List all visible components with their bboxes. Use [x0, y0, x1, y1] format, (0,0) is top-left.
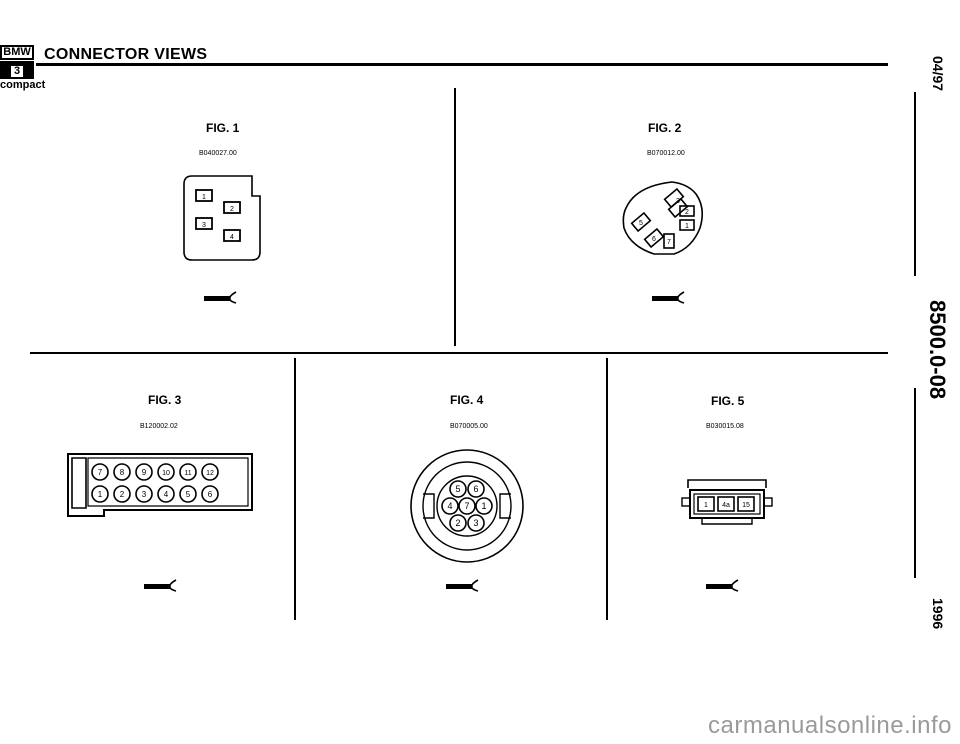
fig4-connector-diagram: 5 6 4 7 1 2 3 — [410, 449, 524, 563]
fig3-pin-1: 1 — [98, 490, 103, 499]
fig3-label: FIG. 3 — [148, 393, 182, 407]
bmw-logo: BMW — [0, 45, 34, 60]
fig3-view-arrow-icon — [144, 579, 177, 592]
fig2-view-arrow-icon — [652, 291, 685, 304]
fig1-pin-4-box — [223, 229, 241, 242]
watermark-text: carmanualsonline.info — [708, 712, 952, 739]
side-rule-2 — [914, 388, 916, 578]
fig2-pin-5: 5 — [639, 220, 643, 227]
fig2-label: FIG. 2 — [648, 121, 682, 135]
fig1-connector-diagram: 1 2 3 4 — [183, 175, 261, 261]
fig4-pin-7: 7 — [464, 501, 469, 511]
fig3-pin-10: 10 — [162, 470, 170, 477]
divider-bottom-vertical-right — [606, 358, 608, 620]
divider-top-vertical — [454, 88, 456, 346]
fig4-pin-4: 4 — [447, 501, 452, 511]
fig3-pin-12: 12 — [206, 470, 214, 477]
fig1-pin-2: 2 — [230, 206, 234, 213]
fig4-pin-3: 3 — [473, 518, 478, 528]
fig2-pin-3: 3 — [676, 198, 680, 205]
fig4-pin-5: 5 — [455, 484, 460, 494]
fig3-pin-7: 7 — [98, 468, 103, 477]
fig4-pin-6: 6 — [473, 484, 478, 494]
fig1-pin-3-box — [195, 217, 213, 230]
fig4-view-arrow-icon — [446, 579, 479, 592]
side-doc-number: 8500.0-08 — [925, 300, 950, 400]
fig2-pin-2: 2 — [685, 209, 689, 216]
fig1-pin-1-box — [195, 189, 213, 202]
side-year: 1996 — [930, 598, 946, 630]
fig1-code: B040027.00 — [199, 150, 237, 157]
divider-bottom-vertical-left — [294, 358, 296, 620]
fig5-pin-1: 1 — [704, 502, 708, 509]
fig4-pin-1: 1 — [481, 501, 486, 511]
fig2-pin-7: 7 — [667, 239, 671, 246]
fig1-label: FIG. 1 — [206, 121, 240, 135]
fig3-pin-2: 2 — [120, 490, 125, 499]
fig3-pin-8: 8 — [120, 468, 125, 477]
fig5-pin-15: 15 — [742, 502, 750, 509]
divider-horizontal — [30, 352, 888, 354]
fig1-pin-2-box — [223, 201, 241, 214]
fig5-label: FIG. 5 — [711, 394, 745, 408]
fig3-connector-diagram: 7 8 9 10 11 12 1 2 3 4 5 6 — [67, 453, 253, 517]
fig2-code: B070012.00 — [647, 150, 685, 157]
fig3-pin-11: 11 — [184, 470, 191, 477]
fig3-pin-6: 6 — [208, 490, 213, 499]
fig1-pin-4: 4 — [230, 234, 234, 241]
model-badge: 3 — [0, 61, 34, 79]
fig3-pin-5: 5 — [186, 490, 191, 499]
model-subtitle: compact — [0, 79, 46, 91]
fig3-code: B120002.02 — [140, 423, 178, 430]
side-date: 04/97 — [930, 56, 946, 92]
fig5-code: B030015.08 — [706, 423, 744, 430]
fig5-view-arrow-icon — [706, 579, 739, 592]
fig5-connector-diagram: 1 4a 15 — [681, 479, 773, 525]
fig2-connector-diagram: 3 2 5 1 6 7 — [622, 181, 704, 255]
fig3-pin-3: 3 — [142, 490, 147, 499]
fig3-pin-4: 4 — [164, 490, 169, 499]
fig2-pin-1: 1 — [685, 223, 689, 230]
fig2-pin-6: 6 — [652, 236, 656, 243]
fig1-view-arrow-icon — [204, 291, 237, 304]
fig3-pin-9: 9 — [142, 468, 147, 477]
header-rule — [36, 63, 888, 66]
page-title: CONNECTOR VIEWS — [44, 46, 208, 63]
fig4-pin-2: 2 — [455, 518, 460, 528]
fig1-pin-3: 3 — [202, 222, 206, 229]
fig5-pin-4a: 4a — [722, 502, 730, 509]
fig4-label: FIG. 4 — [450, 393, 484, 407]
fig4-code: B070005.00 — [450, 423, 488, 430]
fig1-pin-1: 1 — [202, 194, 206, 201]
side-rule-1 — [914, 92, 916, 276]
